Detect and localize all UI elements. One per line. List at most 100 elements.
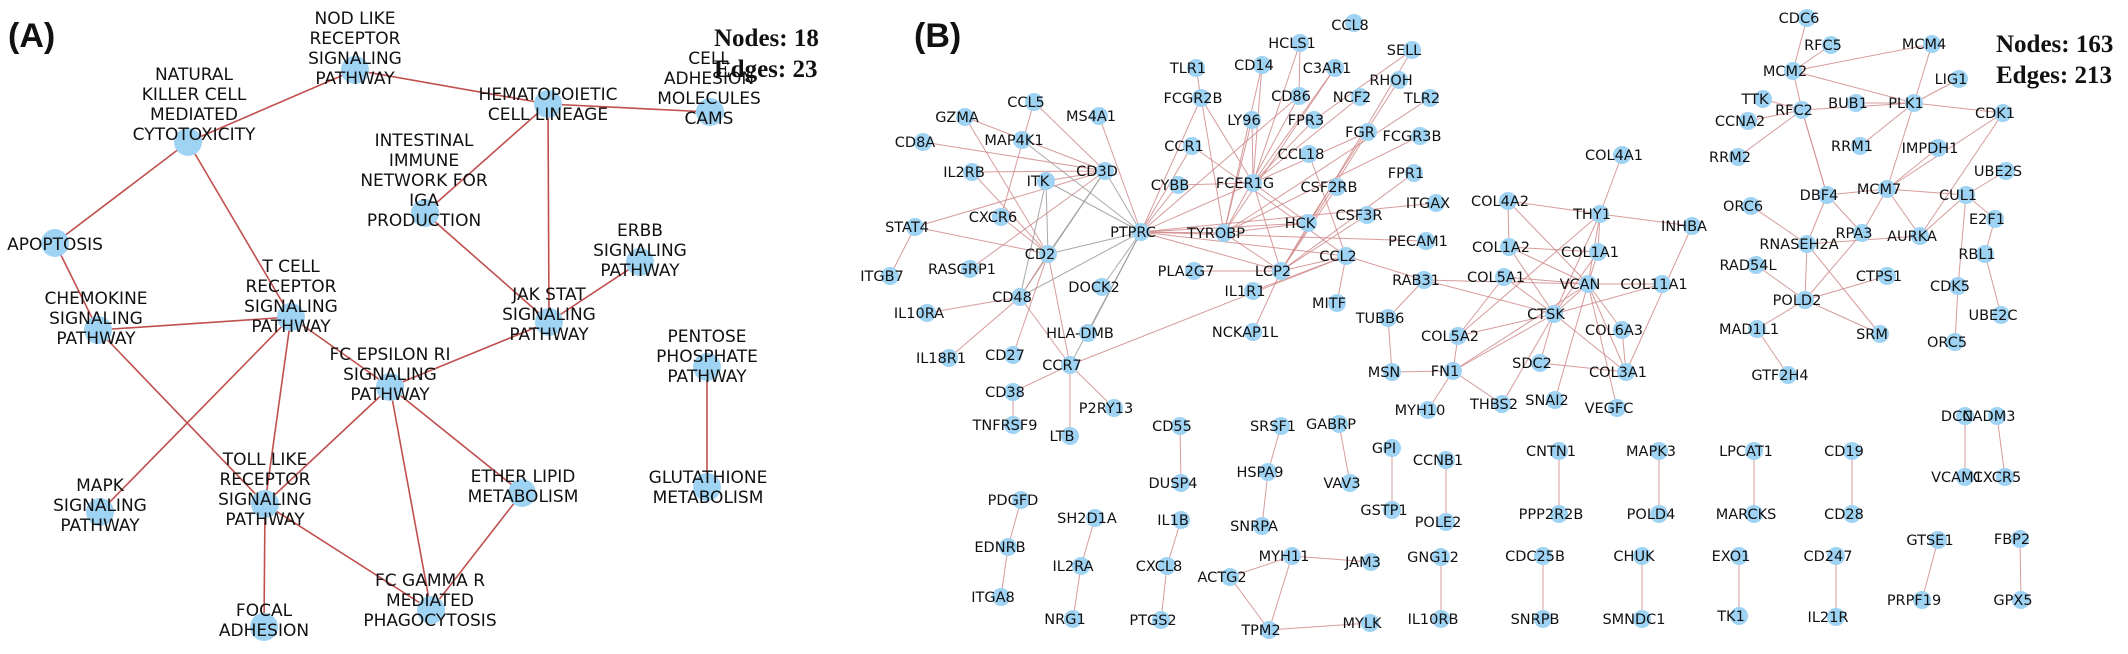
node-smndc1[interactable] xyxy=(1633,610,1651,628)
node-sh2d1a[interactable] xyxy=(1086,509,1104,527)
node-bub1[interactable] xyxy=(1847,94,1865,112)
node-ccr1[interactable] xyxy=(1183,137,1201,155)
node-col11a1[interactable] xyxy=(1653,275,1671,293)
node-cd247[interactable] xyxy=(1827,547,1845,565)
node-toll[interactable] xyxy=(251,490,279,518)
node-rab31[interactable] xyxy=(1415,271,1433,289)
node-cd28[interactable] xyxy=(1843,505,1861,523)
node-pla2g7[interactable] xyxy=(1185,262,1203,280)
node-itgax[interactable] xyxy=(1427,194,1445,212)
node-itga8[interactable] xyxy=(992,588,1010,606)
node-pole2[interactable] xyxy=(1437,513,1455,531)
node-map4k1[interactable] xyxy=(1013,131,1031,149)
node-aurka[interactable] xyxy=(1911,227,1929,245)
node-cdk5[interactable] xyxy=(1949,277,1967,295)
node-snrpa[interactable] xyxy=(1253,517,1271,535)
node-jak[interactable] xyxy=(535,308,563,336)
node-gtf2h4[interactable] xyxy=(1779,366,1797,384)
node-il21r[interactable] xyxy=(1827,608,1845,626)
node-rrm2[interactable] xyxy=(1729,148,1747,166)
node-mapk[interactable] xyxy=(86,498,114,526)
node-rbl1[interactable] xyxy=(1976,245,1994,263)
node-hck[interactable] xyxy=(1299,214,1317,232)
node-col5a1[interactable] xyxy=(1495,268,1513,286)
node-ncf2[interactable] xyxy=(1351,88,1369,106)
node-ly96[interactable] xyxy=(1243,111,1261,129)
node-cd2[interactable] xyxy=(1039,245,1057,263)
node-fcer1g[interactable] xyxy=(1244,174,1262,192)
node-inhba[interactable] xyxy=(1683,217,1701,235)
node-srsf1[interactable] xyxy=(1272,417,1290,435)
node-il2rb[interactable] xyxy=(963,163,981,181)
node-itk[interactable] xyxy=(1037,172,1055,190)
node-rhoh[interactable] xyxy=(1390,71,1408,89)
node-orc6[interactable] xyxy=(1742,197,1760,215)
node-vcan[interactable] xyxy=(1579,275,1597,293)
node-ednrb[interactable] xyxy=(999,538,1017,556)
node-marcks[interactable] xyxy=(1745,505,1763,523)
node-cxcr5[interactable] xyxy=(1996,468,2014,486)
node-ccr7[interactable] xyxy=(1061,356,1079,374)
node-ccl5[interactable] xyxy=(1025,93,1043,111)
node-snai2[interactable] xyxy=(1546,391,1564,409)
node-fcgr3b[interactable] xyxy=(1411,127,1429,145)
node-ctsk[interactable] xyxy=(1545,305,1563,323)
node-col1a2[interactable] xyxy=(1500,238,1518,256)
node-jam3[interactable] xyxy=(1362,553,1380,571)
node-ttk[interactable] xyxy=(1754,90,1772,108)
node-prpf19[interactable] xyxy=(1913,591,1931,609)
node-glut[interactable] xyxy=(693,473,721,501)
node-hcls1[interactable] xyxy=(1291,34,1309,52)
node-ccna2[interactable] xyxy=(1739,112,1757,130)
node-csf3r[interactable] xyxy=(1358,206,1376,224)
node-cdc6[interactable] xyxy=(1798,9,1816,27)
node-myh10[interactable] xyxy=(1419,401,1437,419)
node-cdc25b[interactable] xyxy=(1534,547,1552,565)
node-focal[interactable] xyxy=(250,613,278,641)
node-cul1[interactable] xyxy=(1957,186,1975,204)
node-cadm3[interactable] xyxy=(1988,407,2006,425)
node-col4a1[interactable] xyxy=(1613,146,1631,164)
node-ccl2[interactable] xyxy=(1337,247,1355,265)
node-il2ra[interactable] xyxy=(1072,557,1090,575)
node-cxcl8[interactable] xyxy=(1158,557,1176,575)
node-il10ra[interactable] xyxy=(918,304,936,322)
node-sdc2[interactable] xyxy=(1531,354,1549,372)
node-mcm4[interactable] xyxy=(1923,35,1941,53)
node-rfc2[interactable] xyxy=(1793,101,1811,119)
node-gng12[interactable] xyxy=(1432,548,1450,566)
node-ccl8[interactable] xyxy=(1345,14,1363,32)
node-fceps[interactable] xyxy=(376,373,404,401)
node-cd8a[interactable] xyxy=(914,133,932,151)
node-chemo[interactable] xyxy=(84,316,112,344)
node-fpr3[interactable] xyxy=(1305,111,1323,129)
node-apop[interactable] xyxy=(41,229,69,257)
node-c3ar1[interactable] xyxy=(1326,59,1344,77)
node-hspa9[interactable] xyxy=(1259,463,1277,481)
node-p2ry13[interactable] xyxy=(1105,399,1123,417)
node-pold4[interactable] xyxy=(1650,505,1668,523)
node-rnaseh2a[interactable] xyxy=(1798,235,1816,253)
node-gabrp[interactable] xyxy=(1330,415,1348,433)
node-csf2rb[interactable] xyxy=(1328,178,1346,196)
node-ube2c[interactable] xyxy=(1992,306,2010,324)
node-cdk1[interactable] xyxy=(1994,104,2012,122)
node-tcell[interactable] xyxy=(277,303,305,331)
node-mapk3[interactable] xyxy=(1650,442,1668,460)
node-fgr[interactable] xyxy=(1359,123,1377,141)
node-exo1[interactable] xyxy=(1730,547,1748,565)
node-nk[interactable] xyxy=(174,128,202,156)
node-il18r1[interactable] xyxy=(940,349,958,367)
node-hema[interactable] xyxy=(534,90,562,118)
node-tyrobp[interactable] xyxy=(1215,224,1233,242)
node-cam[interactable] xyxy=(696,98,724,126)
node-lig1[interactable] xyxy=(1950,70,1968,88)
node-erbb[interactable] xyxy=(626,248,654,276)
node-tlr2[interactable] xyxy=(1421,89,1439,107)
node-stat4[interactable] xyxy=(906,218,924,236)
node-cd27[interactable] xyxy=(1004,346,1022,364)
node-col1a1[interactable] xyxy=(1589,243,1607,261)
node-col4a2[interactable] xyxy=(1499,192,1517,210)
node-fcgam[interactable] xyxy=(417,596,445,624)
node-rasgrp1[interactable] xyxy=(961,260,979,278)
